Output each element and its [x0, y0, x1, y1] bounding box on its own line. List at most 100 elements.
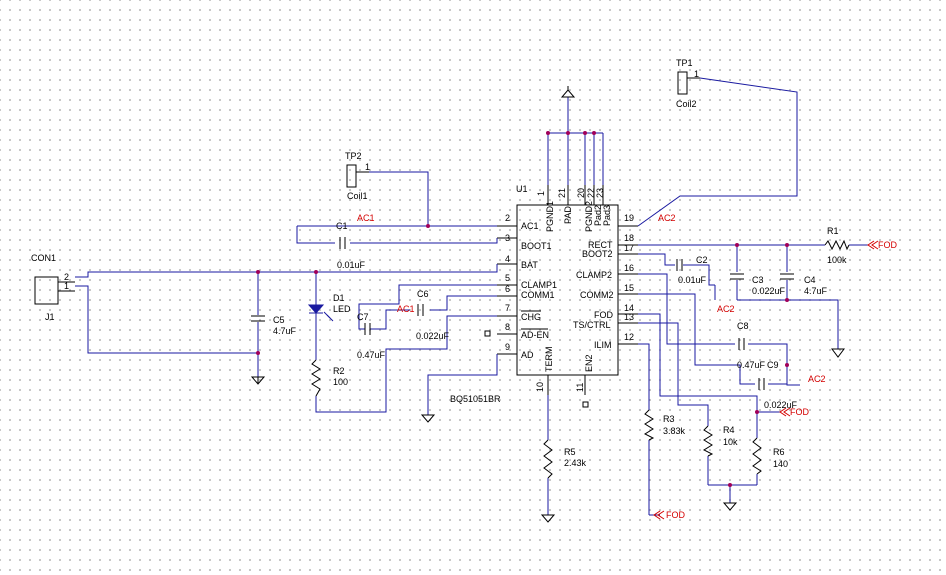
- pin-11-nc-marker: [582, 401, 589, 408]
- r5-ref: R5: [564, 447, 576, 457]
- pin-num-10: 10: [535, 382, 545, 392]
- resistor-r1[interactable]: R1 100k: [824, 226, 850, 265]
- r5-value: 2.43k: [564, 458, 587, 468]
- pin-name-term: TERM: [544, 347, 554, 373]
- pin-8-nc-marker: [484, 330, 491, 337]
- pin-name-pgnd2: PGND2: [584, 201, 594, 232]
- c3-ref: C3: [752, 275, 764, 285]
- ground-icon: [250, 376, 266, 385]
- pin-num-20: 20: [576, 188, 586, 198]
- c7-ref: C7: [357, 312, 369, 322]
- resistor-r2[interactable]: R2 100: [311, 359, 348, 397]
- c3-value: 0.022uF: [752, 286, 786, 296]
- pin-num-11: 11: [575, 383, 585, 392]
- pin-num-6: 6: [505, 284, 510, 294]
- capacitor-c7[interactable]: C7 0.47uF: [357, 312, 386, 360]
- c1-ref: C1: [336, 221, 348, 231]
- resistor-r6[interactable]: R6 140: [752, 437, 788, 475]
- capacitor-c4[interactable]: C4 4.7uF: [780, 273, 828, 296]
- pin-num-4: 4: [505, 254, 510, 264]
- tp2-pin: 1: [365, 162, 370, 172]
- ground-symbols: [250, 86, 845, 523]
- pin-name-boot2: BOOT2: [582, 249, 613, 259]
- resistor-r5[interactable]: R5 2.43k: [543, 439, 587, 479]
- pin-name-ad-en: AD-EN: [521, 330, 549, 340]
- pin-name-pad: PAD: [563, 206, 573, 224]
- pin-num-5: 5: [505, 273, 510, 283]
- ground-icon: [560, 86, 576, 98]
- net-label-fod: FOD: [666, 510, 685, 520]
- capacitor-c5[interactable]: C5 4.7uF: [251, 315, 297, 336]
- pin-num-17: 17: [624, 243, 634, 253]
- pin-name-fod: FOD: [594, 310, 613, 320]
- pin-name-pgnd1: PGND1: [545, 201, 555, 232]
- r2-value: 100: [333, 377, 348, 387]
- tp1-name: Coil2: [676, 99, 697, 109]
- r1-value: 100k: [827, 255, 847, 265]
- c9-value: 0.022uF: [764, 400, 798, 410]
- pin-num-3: 3: [505, 233, 510, 243]
- net-label-fod: FOD: [878, 240, 897, 250]
- net-label-ac2: AC2: [808, 374, 826, 384]
- ground-icon: [540, 514, 556, 523]
- capacitor-c6[interactable]: C6 0.022uF: [416, 289, 450, 341]
- r6-value: 140: [773, 459, 788, 469]
- pin-name-ilim: ILIM: [594, 340, 612, 350]
- c5-value: 4.7uF: [273, 326, 297, 336]
- capacitor-c2[interactable]: C2 0.01uF: [676, 255, 708, 285]
- pin-name-rect: RECT: [588, 240, 613, 250]
- pin-name-ad: AD: [521, 350, 534, 360]
- pin-num-18: 18: [624, 233, 634, 243]
- pin-name-clamp1: CLAMP1: [521, 280, 557, 290]
- c2-value: 0.01uF: [678, 275, 707, 285]
- net-label-ac2: AC2: [717, 304, 735, 314]
- resistor-r3[interactable]: R3 3.83k: [643, 409, 686, 441]
- r1-ref: R1: [827, 226, 839, 236]
- net-label-ac1: AC1: [357, 213, 375, 223]
- ic-u1[interactable]: U1 BQ51051BR 2 3 4 5 6 7 8 9 AC1 BOOT1 B…: [450, 184, 638, 408]
- c8-ref: C8: [737, 321, 749, 331]
- pin-name-boot1: BOOT1: [521, 241, 552, 251]
- c1-value: 0.01uF: [337, 260, 366, 270]
- tp1-ref: TP1: [676, 58, 693, 68]
- capacitor-c3[interactable]: C3 0.022uF: [730, 273, 786, 296]
- led-d1[interactable]: D1 LED: [307, 293, 351, 322]
- c2-ref: C2: [696, 255, 708, 265]
- pin-name-bat: BAT: [521, 260, 538, 270]
- resistor-r4[interactable]: R4 10k: [702, 425, 738, 457]
- pin-name-comm1: COMM1: [521, 290, 555, 300]
- c6-ref: C6: [417, 289, 429, 299]
- wires: [75, 77, 868, 516]
- pin-name-ts-ctrl: TS/CTRL: [573, 320, 611, 330]
- pin-num-12: 12: [624, 332, 634, 342]
- pin-num-1: 1: [536, 191, 546, 196]
- pin-name-comm2: COMM2: [580, 290, 614, 300]
- pin-name-en2: EN2: [584, 354, 594, 372]
- capacitor-c8[interactable]: C8 0.47uF: [737, 321, 766, 370]
- testpoint-tp1[interactable]: TP1 Coil2 1: [676, 58, 700, 109]
- pin-num-2: 2: [505, 213, 510, 223]
- net-label-ac1: AC1: [397, 304, 415, 314]
- capacitor-c9[interactable]: C9 0.022uF: [758, 360, 798, 410]
- pin-name-chg: CHG: [521, 312, 541, 322]
- ground-icon: [420, 414, 436, 423]
- pin-num-23: 23: [595, 188, 605, 198]
- connector-con1[interactable]: CON1 J1 2 1: [31, 253, 75, 322]
- r3-value: 3.83k: [663, 426, 686, 436]
- testpoint-tp2[interactable]: TP2 Coil1 1: [345, 151, 370, 201]
- capacitor-c1[interactable]: C1 0.01uF: [336, 221, 366, 270]
- r3-ref: R3: [663, 414, 675, 424]
- con1-pin-a: 2: [64, 272, 69, 282]
- pin-num-9: 9: [505, 342, 510, 352]
- pin-name-pad3: Pad3: [602, 205, 612, 226]
- offpage-fod-r3: FOD: [653, 510, 685, 520]
- tp2-ref: TP2: [345, 151, 362, 161]
- pin-name-pad2: Pad2: [593, 205, 603, 226]
- pin-num-19: 19: [624, 213, 634, 223]
- tp2-name: Coil1: [347, 191, 368, 201]
- pin-num-16: 16: [624, 263, 634, 273]
- c6-value: 0.022uF: [416, 331, 450, 341]
- pin-num-13: 13: [624, 312, 634, 322]
